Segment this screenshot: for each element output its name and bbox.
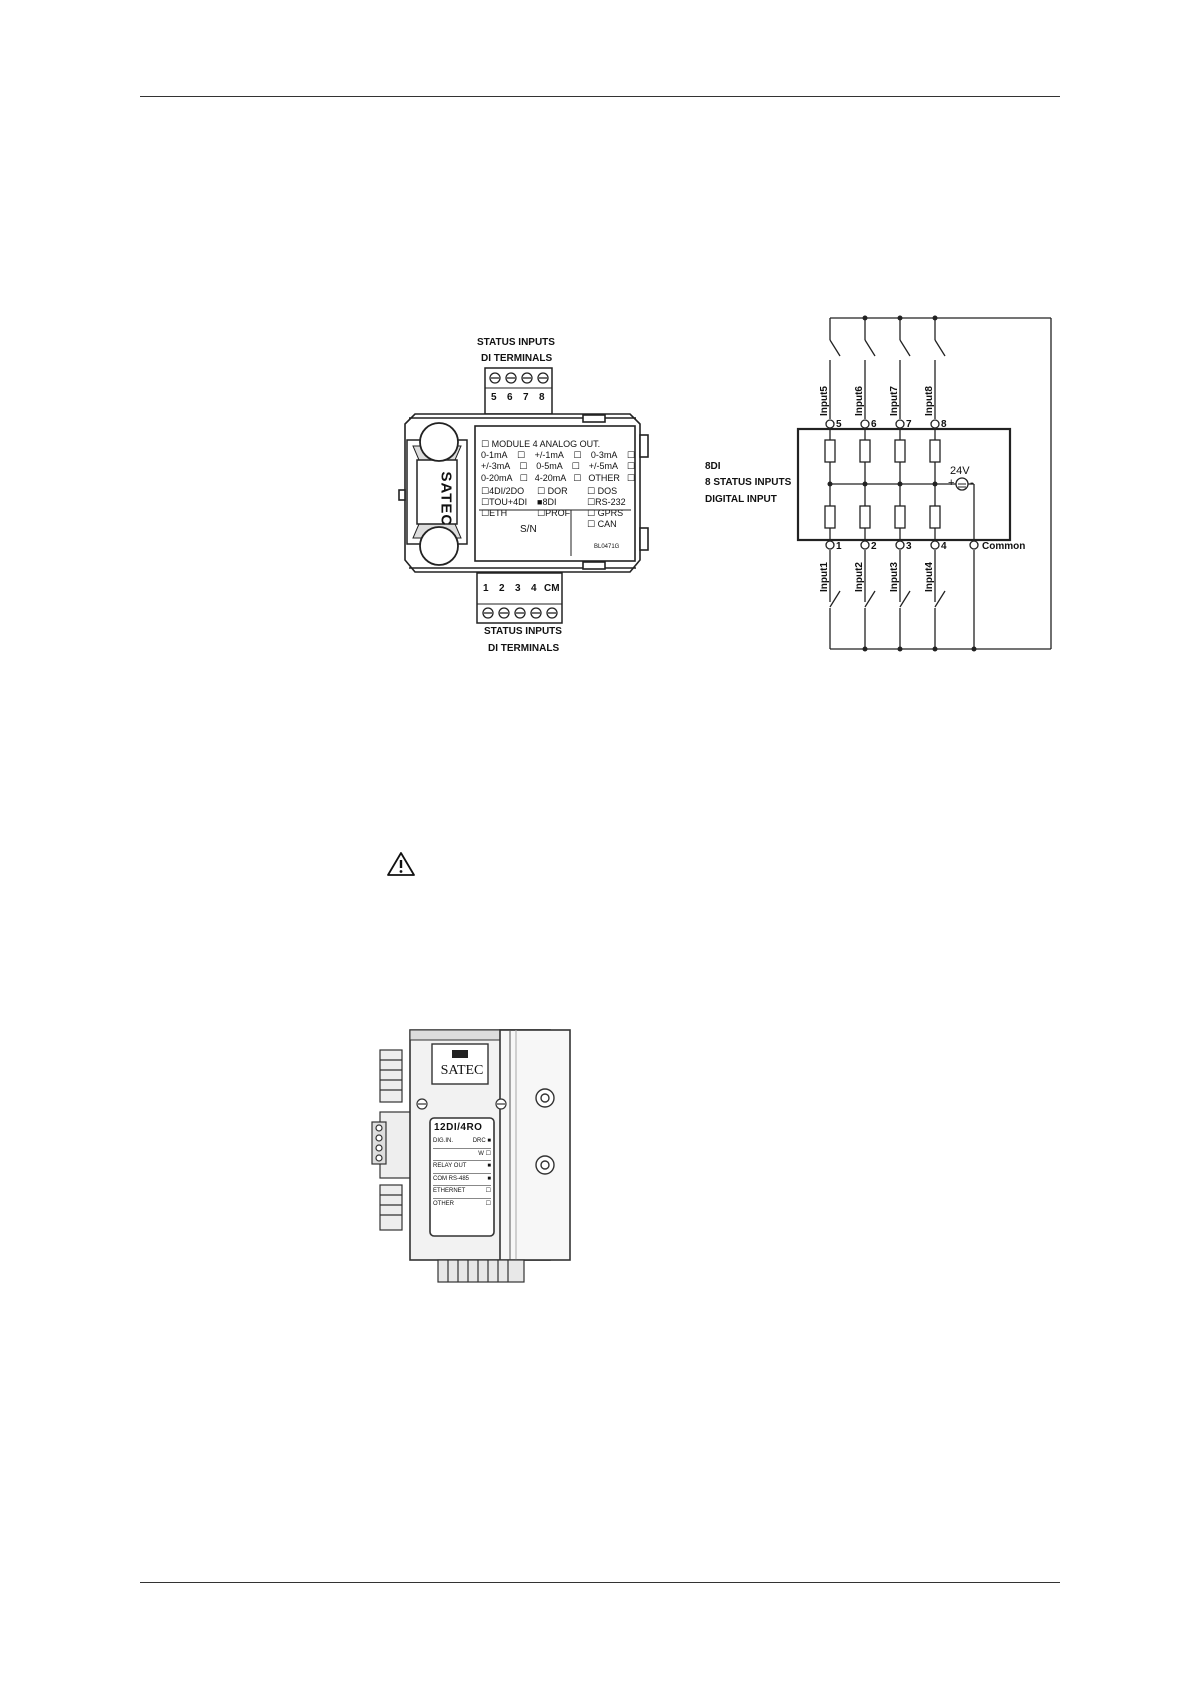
fig2-input7-label: Input7: [889, 386, 900, 416]
footer-rule: [140, 1582, 1060, 1583]
fig2-bottom-switches: [829, 550, 975, 649]
fig2-terminal-3: 3: [906, 541, 912, 552]
fig1-terminal-7: 7: [523, 392, 529, 403]
fig3-option-row: RELAY OUT■: [433, 1161, 491, 1174]
fig1-terminal-5: 5: [491, 392, 497, 403]
fig2-input5-label: Input5: [819, 386, 830, 416]
fig2-module-box: [796, 427, 1012, 542]
fig1-terminal-2: 2: [499, 583, 505, 594]
fig2-terminal-7: 7: [906, 419, 912, 430]
fig1-label-row: 0-1mA☐+/-1mA☐0-3mA☐: [481, 450, 635, 461]
fig3-side-screws: [535, 1088, 555, 1175]
fig3-logo-text: SATEC: [440, 1063, 484, 1078]
fig1-label-row: ☐4DI/2DO ☐ DOR ☐ DOS: [481, 485, 618, 496]
fig2-supply-plus: +: [948, 477, 954, 489]
fig1-terminal-4: 4: [531, 583, 537, 594]
fig2-module-name: 8DI: [705, 461, 721, 472]
fig2-module-line3: DIGITAL INPUT: [705, 494, 777, 505]
fig1-label-title: ☐ MODULE 4 ANALOG OUT.: [481, 439, 601, 449]
fig1-mount-holes: [419, 422, 459, 566]
fig2-common-label: Common: [982, 541, 1025, 552]
fig2-terminal-1: 1: [836, 541, 842, 552]
fig3-option-row: W ☐: [433, 1149, 491, 1161]
fig1-top-label-line1: STATUS INPUTS: [477, 337, 555, 348]
fig3-label-panel: [429, 1117, 495, 1237]
fig2-input1-label: Input1: [819, 562, 830, 592]
header-rule: [140, 96, 1060, 97]
fig3-option-row: DIG.IN.DRC ■: [433, 1136, 491, 1149]
fig3-option-row: COM RS-485■: [433, 1174, 491, 1186]
fig2-input8-label: Input8: [924, 386, 935, 416]
fig1-sn-label: S/N: [520, 524, 537, 535]
fig1-label-row: 0-20mA☐4-20mA☐OTHER☐: [481, 472, 635, 483]
fig2-supply-minus: -: [970, 477, 974, 489]
fig1-part-code: BL0471G: [594, 544, 620, 550]
fig2-input3-label: Input3: [889, 562, 900, 592]
fig2-terminal-6: 6: [871, 419, 877, 430]
fig1-top-terminal-block: [484, 367, 553, 415]
fig2-module-line2: 8 STATUS INPUTS: [705, 477, 792, 488]
fig1-bottom-label-line2: DI TERMINALS: [488, 643, 560, 654]
fig3-module-drawing: [371, 1029, 571, 1283]
fig1-logo-text: SATEC: [437, 471, 455, 527]
fig2-terminal-2: 2: [871, 541, 877, 552]
fig2-input2-label: Input2: [854, 562, 865, 592]
fig2-input4-label: Input4: [924, 562, 935, 592]
fig1-terminal-8: 8: [539, 392, 545, 403]
fig1-terminal-cm: CM: [544, 583, 560, 594]
fig3-bottom-terminals: [437, 1259, 525, 1283]
fig1-bottom-label-line1: STATUS INPUTS: [484, 626, 562, 637]
fig3-model-label: 12DI/4RO: [434, 1122, 483, 1133]
fig1-logo-area: [406, 439, 468, 545]
fig2-supply-voltage: 24V: [950, 465, 970, 477]
fig2-terminal-4: 4: [941, 541, 947, 552]
fig2-wiring-schematic: Input5 Input6 Input7 Input8 5 6 7 8 1 2 …: [796, 315, 1052, 652]
fig2-input6-label: Input6: [854, 386, 865, 416]
fig3-side-panel: [499, 1029, 571, 1261]
fig1-label-panel: [474, 425, 636, 562]
fig1-terminal-3: 3: [515, 583, 521, 594]
fig2-terminal-8: 8: [941, 419, 947, 430]
fig1-module-drawing: [398, 367, 649, 624]
fig3-left-terminals: [371, 1049, 413, 1231]
fig1-label-row: ☐TOU+4DI ■8DI ☐RS-232: [481, 497, 626, 508]
fig2-terminal-5: 5: [836, 419, 842, 430]
fig1-label-row: ☐ CAN: [587, 519, 617, 530]
fig3-option-row: OTHER☐: [433, 1200, 491, 1207]
fig1-bottom-terminal-block: [476, 572, 563, 624]
fig3-option-list: DIG.IN.DRC ■ W ☐ RELAY OUT■ COM RS-485■ …: [433, 1136, 491, 1210]
fig1-label-row: ☐ETH ☐PROF ☐ GPRS: [481, 508, 624, 519]
fig1-top-label-line2: DI TERMINALS: [481, 353, 553, 364]
fig2-top-switches: [829, 318, 946, 419]
fig1-terminal-1: 1: [483, 583, 489, 594]
fig1-label-content: ☐ MODULE 4 ANALOG OUT. 0-1mA☐+/-1mA☐0-3m…: [481, 439, 635, 531]
fig3-option-row: ETHERNET☐: [433, 1186, 491, 1199]
fig1-label-row: +/-3mA☐0-5mA☐+/-5mA☐: [481, 461, 635, 472]
fig1-terminal-6: 6: [507, 392, 513, 403]
warning-icon: [387, 852, 415, 876]
